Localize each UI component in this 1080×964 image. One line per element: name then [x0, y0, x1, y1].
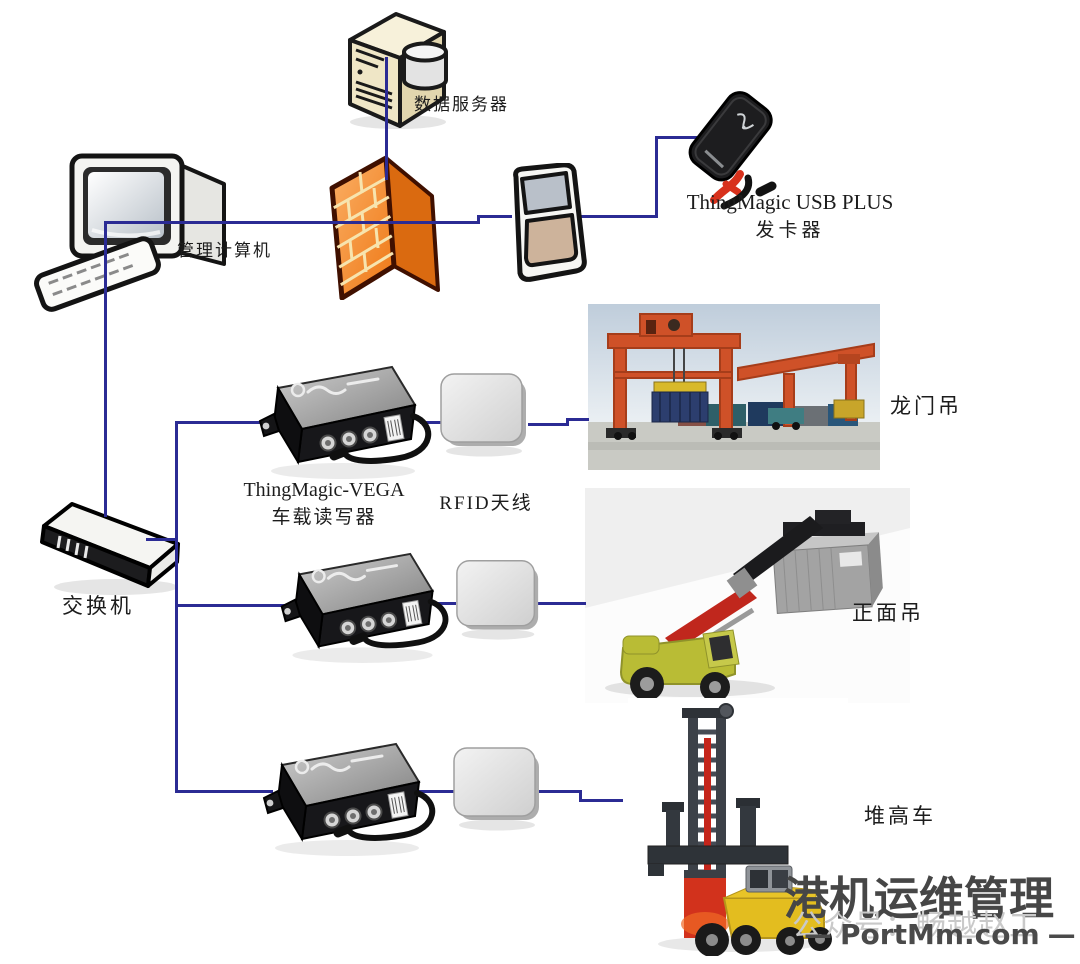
gantry-crane-photo: [588, 304, 880, 470]
rfid-reader-icon: [262, 742, 436, 856]
container-stacker-photo: [628, 698, 848, 956]
connection-line: [566, 418, 569, 426]
label-vega-reader: ThingMagic-VEGA 车载读写器: [228, 479, 420, 529]
connection-line: [655, 136, 658, 218]
label-rfid-antenna: RFID天线: [439, 493, 533, 514]
connection-line: [477, 215, 480, 224]
connection-line: [579, 799, 623, 802]
connection-line: [175, 421, 178, 793]
rfid-reader-icon: [280, 552, 449, 663]
label-card-issuer-line1: ThingMagic USB PLUS: [686, 190, 894, 214]
connection-line: [385, 57, 388, 180]
connection-line: [175, 604, 290, 607]
connection-line: [146, 538, 178, 541]
watermark-subtitle: 公众号：畅越赵工: [792, 910, 1040, 943]
connection-line: [104, 221, 107, 517]
watermark-site: —PortMm.com—: [800, 918, 1080, 951]
rfid-reader-icon: [258, 365, 432, 479]
connection-line: [530, 602, 586, 605]
rfid-antenna-icon: [456, 560, 539, 640]
label-gantry-crane: 龙门吊: [890, 394, 962, 418]
reach-stacker-photo: [585, 488, 910, 703]
watermark-site-text: PortMm.com: [840, 918, 1040, 951]
rfid-antenna-icon: [453, 747, 539, 831]
connection-line: [655, 136, 697, 139]
connection-line: [578, 215, 658, 218]
label-switch: 交换机: [62, 594, 134, 618]
connection-line: [175, 421, 270, 424]
label-data-server: 数据服务器: [414, 95, 509, 114]
connection-line: [477, 215, 512, 218]
watermark-dash-right: —: [1047, 918, 1076, 951]
connection-line: [106, 221, 480, 224]
connection-line: [402, 790, 454, 793]
network-switch-icon: [40, 502, 180, 595]
keyboard-icon: [34, 236, 161, 312]
label-vega-line2: 车载读写器: [271, 507, 377, 528]
management-computer-icon: [34, 153, 226, 312]
label-vega-line1: ThingMagic-VEGA: [243, 479, 405, 501]
label-reach-stacker: 正面吊: [852, 601, 924, 625]
firewall-icon: [329, 155, 440, 300]
tower-pc-icon: [513, 163, 587, 282]
connection-line: [534, 790, 582, 793]
label-management-computer: 管理计算机: [177, 241, 272, 260]
label-card-issuer: ThingMagic USB PLUS 发卡器: [660, 190, 920, 242]
watermark-dash-left: —: [804, 918, 832, 951]
connection-line: [566, 418, 589, 421]
connection-line: [528, 423, 568, 426]
label-container-stacker: 堆高车: [864, 804, 936, 828]
connection-line: [175, 790, 273, 793]
connection-line: [420, 421, 448, 424]
rfid-antenna-icon: [440, 373, 526, 457]
watermark-title: 港机运维管理: [784, 873, 1055, 924]
usb-card-issuer-icon: [688, 91, 777, 210]
connection-line: [579, 790, 582, 802]
label-card-issuer-line2: 发卡器: [755, 220, 825, 241]
